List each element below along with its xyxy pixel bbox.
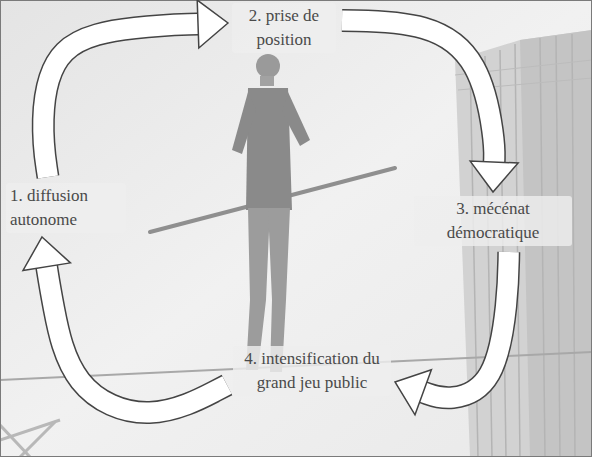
arrow-outline <box>342 21 494 163</box>
arrow-head <box>470 161 518 192</box>
arrow-head <box>197 0 228 48</box>
cycle-step: 2. prise de position <box>232 3 336 53</box>
arrow-outline <box>47 267 227 413</box>
arrow-head <box>395 370 431 415</box>
arrow-head <box>23 237 70 270</box>
arrow-body <box>342 21 494 163</box>
crane <box>0 420 60 457</box>
cycle-step: 4. intensification du grand jeu public <box>233 346 391 396</box>
step-label: 3. mécénat démocratique <box>418 197 568 245</box>
arrow-body <box>423 252 509 398</box>
cycle-step: 1. diffusion autonome <box>6 183 126 233</box>
cycle-arrow <box>395 252 509 415</box>
cycle-step: 3. mécénat démocratique <box>414 196 572 246</box>
arrow-outline <box>43 24 198 177</box>
tightrope-walker <box>150 54 395 372</box>
arrow-outline <box>423 252 509 398</box>
cycle-arrow <box>342 21 518 193</box>
step-label: 1. diffusion autonome <box>10 184 122 232</box>
arrow-body <box>47 267 227 413</box>
cycle-arrow <box>23 237 227 413</box>
step-label: 2. prise de position <box>236 4 332 52</box>
arrow-body <box>43 24 198 177</box>
cycle-arrow <box>43 0 228 177</box>
step-label: 4. intensification du grand jeu public <box>237 347 387 395</box>
